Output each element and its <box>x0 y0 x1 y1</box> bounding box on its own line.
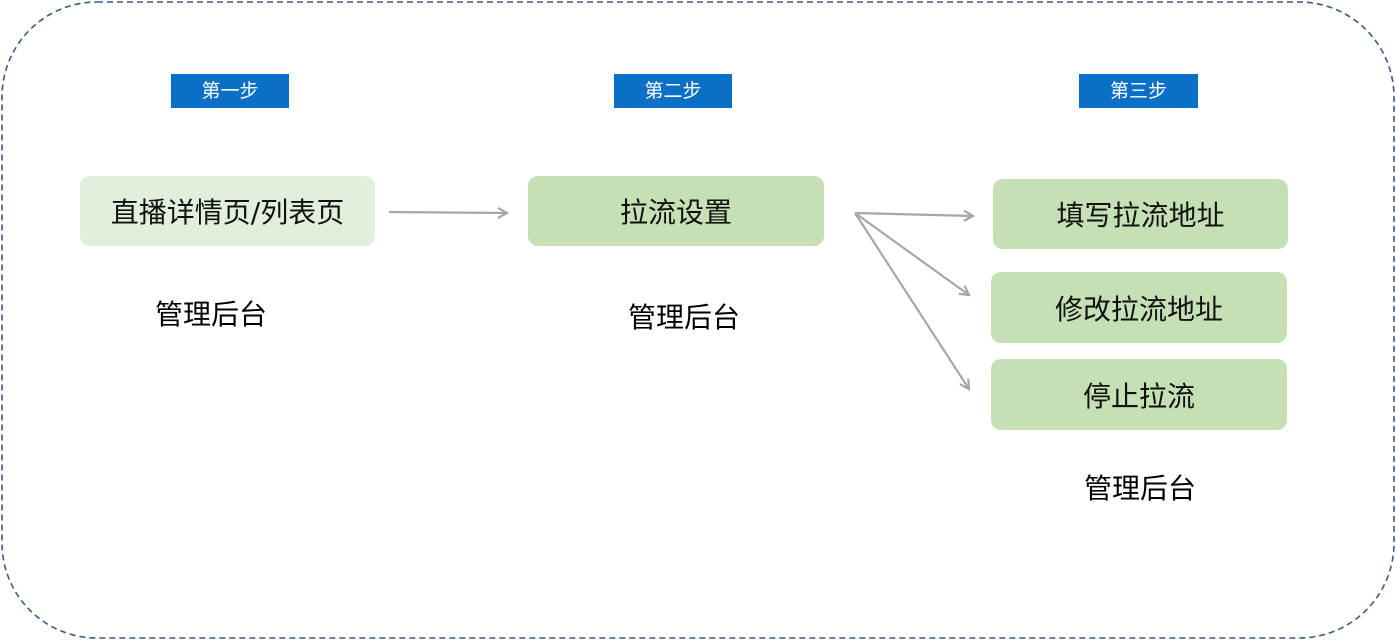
pull-stream-settings-box: 拉流设置 <box>528 176 824 246</box>
fill-pull-address-box: 填写拉流地址 <box>993 179 1288 249</box>
step1-caption: 管理后台 <box>154 298 267 331</box>
arrow-to-fill-address <box>854 213 973 216</box>
modify-pull-address-box: 修改拉流地址 <box>991 272 1287 343</box>
stop-pull-box: 停止拉流 <box>991 359 1287 430</box>
step3-caption: 管理后台 <box>1083 472 1196 505</box>
live-detail-list-page-box: 直播详情页/列表页 <box>80 176 375 246</box>
arrow-to-modify-address <box>854 212 969 295</box>
arrow-to-stop-pull <box>854 212 969 389</box>
arrow-step1-to-step2 <box>388 212 507 213</box>
step2-caption: 管理后台 <box>627 301 740 334</box>
step2-label: 第二步 <box>614 74 732 108</box>
step3-label: 第三步 <box>1079 74 1198 108</box>
step1-label: 第一步 <box>171 74 289 108</box>
